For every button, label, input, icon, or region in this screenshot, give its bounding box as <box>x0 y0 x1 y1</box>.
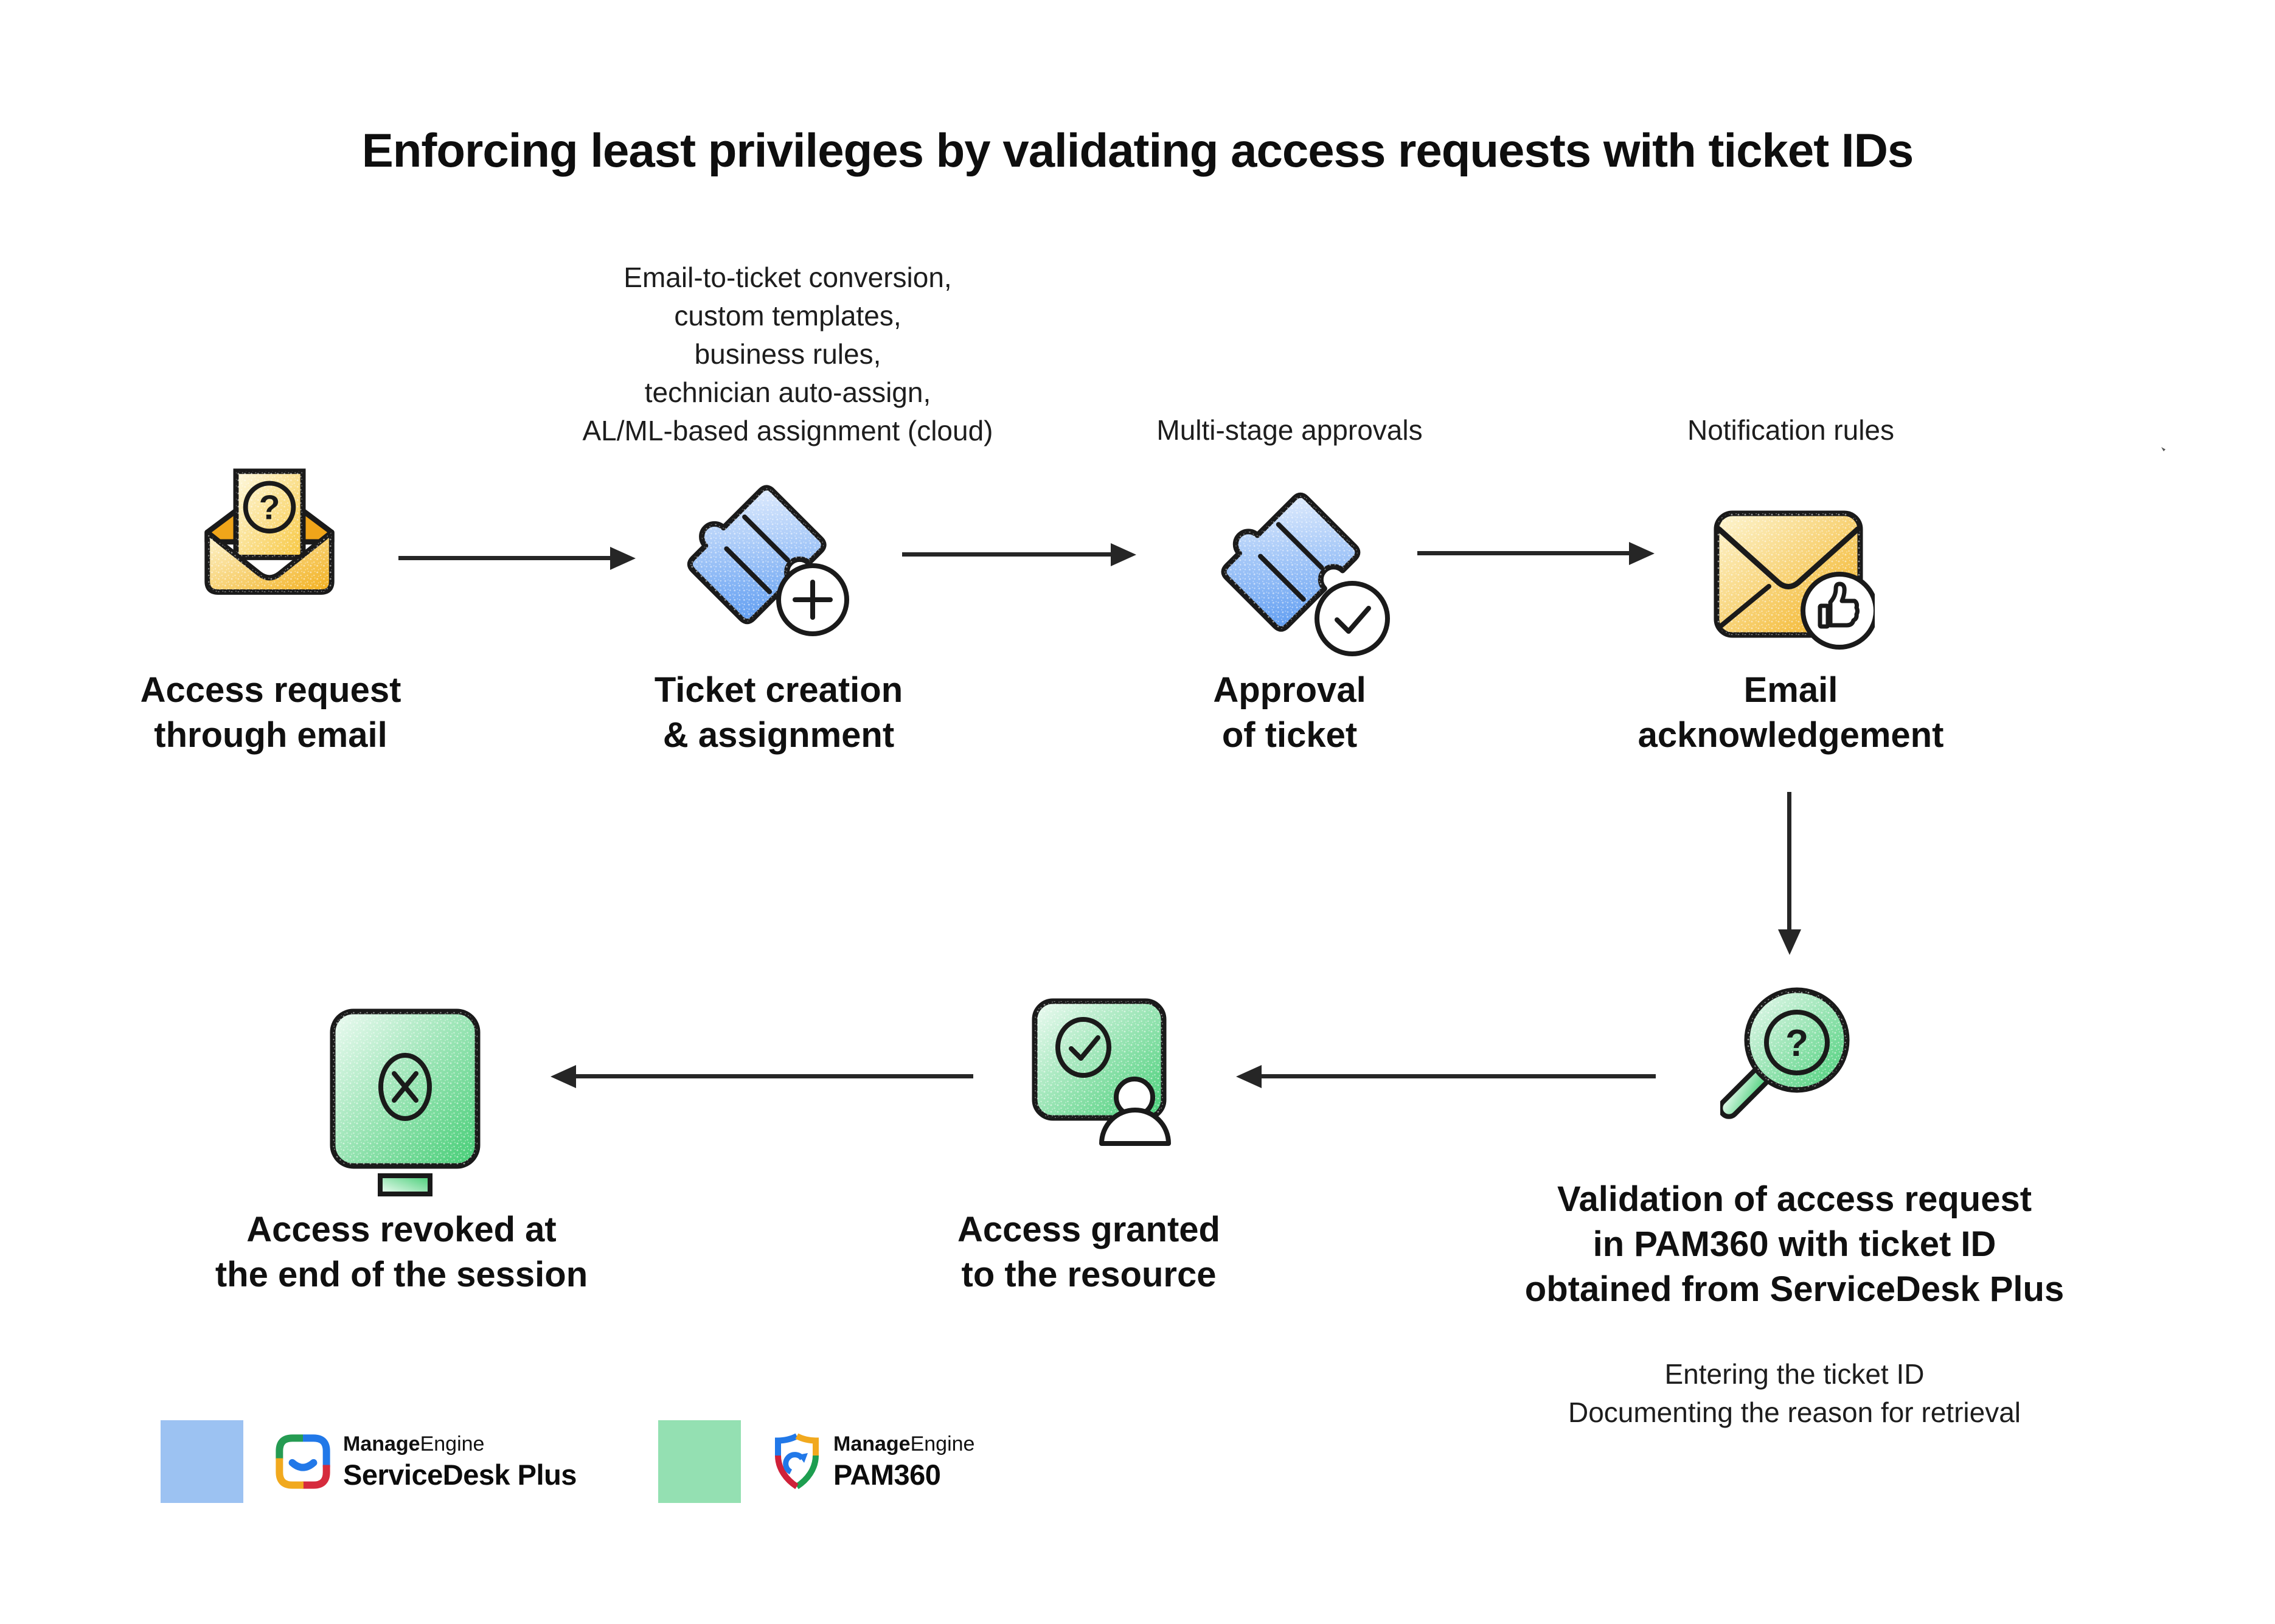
label-validation: Validation of access request in PAM360 w… <box>1524 1179 2065 1309</box>
brand-name: ManageEngine <box>833 1432 975 1456</box>
monitor-user-check-icon <box>1032 998 1171 1146</box>
legend-servicedesk-plus: ManageEngine ServiceDesk Plus <box>161 1419 577 1504</box>
step-email-ack <box>1711 506 1878 652</box>
page-title: Enforcing least privileges by validating… <box>361 123 1914 178</box>
step-granted <box>1030 996 1188 1170</box>
step-revoked <box>329 1008 481 1199</box>
annotation-validation-details: Entering the ticket ID Documenting the r… <box>1568 1358 2021 1428</box>
flow-arrow-validation-to-granted <box>1260 1074 1656 1078</box>
legend-pam360: ManageEngine PAM360 <box>658 1419 974 1504</box>
flow-arrow-creation-to-approval <box>902 552 1112 557</box>
annotation-approval: Multi-stage approvals <box>1156 414 1423 446</box>
label-granted: Access granted to the resource <box>957 1210 1220 1294</box>
servicedesk-color-swatch <box>161 1420 243 1503</box>
question-mark-glyph: ? <box>259 488 280 527</box>
pam360-logo-icon <box>775 1433 819 1490</box>
flow-arrow-request-to-creation <box>398 556 611 560</box>
step-validation: ? <box>1718 984 1854 1142</box>
label-approval: Approval of ticket <box>1213 670 1366 755</box>
flow-arrow-approval-to-ack <box>1417 551 1630 555</box>
label-access-request: Access request through email <box>140 670 401 755</box>
envelope-thumbs-up-icon <box>1714 510 1878 650</box>
annotation-email-ack: Notification rules <box>1687 414 1895 446</box>
step-access-request: ? <box>198 465 341 609</box>
monitor-x-icon <box>330 1008 481 1196</box>
annotation-ticket-creation: Email-to-ticket conversion, custom templ… <box>582 262 993 446</box>
magnifier-question-icon: ? <box>1718 987 1850 1119</box>
product-name: PAM360 <box>833 1459 941 1491</box>
product-name: ServiceDesk Plus <box>343 1459 577 1491</box>
flow-arrow-granted-to-revoked <box>575 1074 973 1078</box>
pam360-color-swatch <box>658 1420 741 1503</box>
question-mark-glyph: ? <box>1785 1022 1808 1064</box>
mouse-cursor <box>2161 447 2166 451</box>
flow-arrow-ack-to-validation <box>1787 792 1791 931</box>
open-envelope-question-icon: ? <box>204 468 335 595</box>
step-approval <box>1215 490 1398 663</box>
label-revoked: Access revoked at the end of the session <box>215 1210 588 1294</box>
ticket-check-icon <box>1221 492 1390 656</box>
check-badge-icon <box>1315 581 1390 656</box>
ticket-plus-icon <box>687 485 849 636</box>
brand-name: ManageEngine <box>343 1432 485 1456</box>
step-ticket-creation <box>686 481 856 642</box>
label-email-ack: Email acknowledgement <box>1638 670 1944 755</box>
label-ticket-creation: Ticket creation & assignment <box>654 670 903 755</box>
servicedesk-plus-logo-icon <box>276 1434 330 1489</box>
